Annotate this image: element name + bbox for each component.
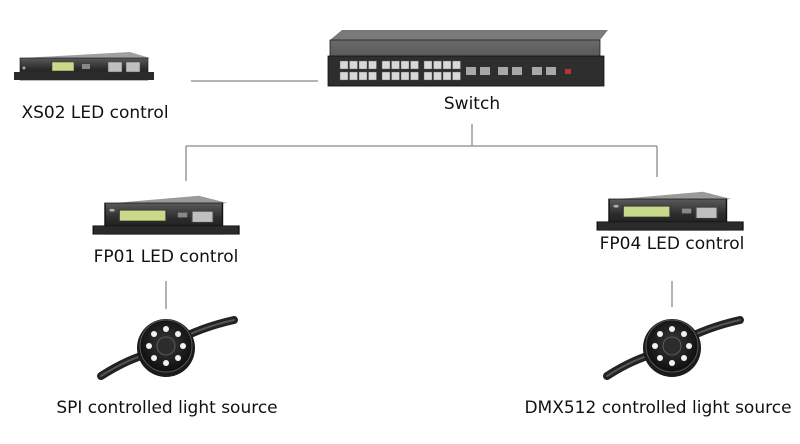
- switch-port: [381, 71, 391, 81]
- xs02-controller-device: [14, 52, 154, 81]
- dmx-light-device: [607, 319, 740, 377]
- switch-port: [442, 71, 452, 81]
- switch-port: [391, 60, 400, 70]
- switch-port: [339, 60, 349, 70]
- switch-port: [452, 71, 461, 81]
- switch-port: [349, 71, 358, 81]
- switch-port: [423, 60, 433, 70]
- switch-port: [368, 71, 377, 81]
- switch-port: [381, 60, 391, 70]
- switch-port: [339, 71, 349, 81]
- fp01-label: FP01 LED control: [94, 247, 239, 267]
- switch-port: [358, 60, 368, 70]
- switch-port: [433, 60, 442, 70]
- switch-port: [410, 71, 419, 81]
- xs02-label: XS02 LED control: [21, 103, 168, 123]
- switch-port: [400, 60, 410, 70]
- fp04-label: FP04 LED control: [600, 234, 745, 254]
- switch-port: [358, 71, 368, 81]
- switch-label: Switch: [444, 94, 500, 114]
- switch-port: [433, 71, 442, 81]
- switch-port: [410, 60, 419, 70]
- connection-lines: [165, 80, 673, 309]
- switch-port: [423, 71, 433, 81]
- switch-port: [349, 60, 358, 70]
- dmx-light-label: DMX512 controlled light source: [524, 398, 791, 418]
- switch-port: [391, 71, 400, 81]
- fp01-controller-device: [92, 194, 241, 236]
- switch-port: [442, 60, 452, 70]
- spi-light-device: [101, 319, 234, 377]
- spi-light-label: SPI controlled light source: [56, 398, 277, 418]
- switch-port: [400, 71, 410, 81]
- switch-device: [327, 30, 608, 87]
- switch-port: [368, 60, 377, 70]
- fp04-controller-device: [596, 190, 745, 232]
- switch-port: [452, 60, 461, 70]
